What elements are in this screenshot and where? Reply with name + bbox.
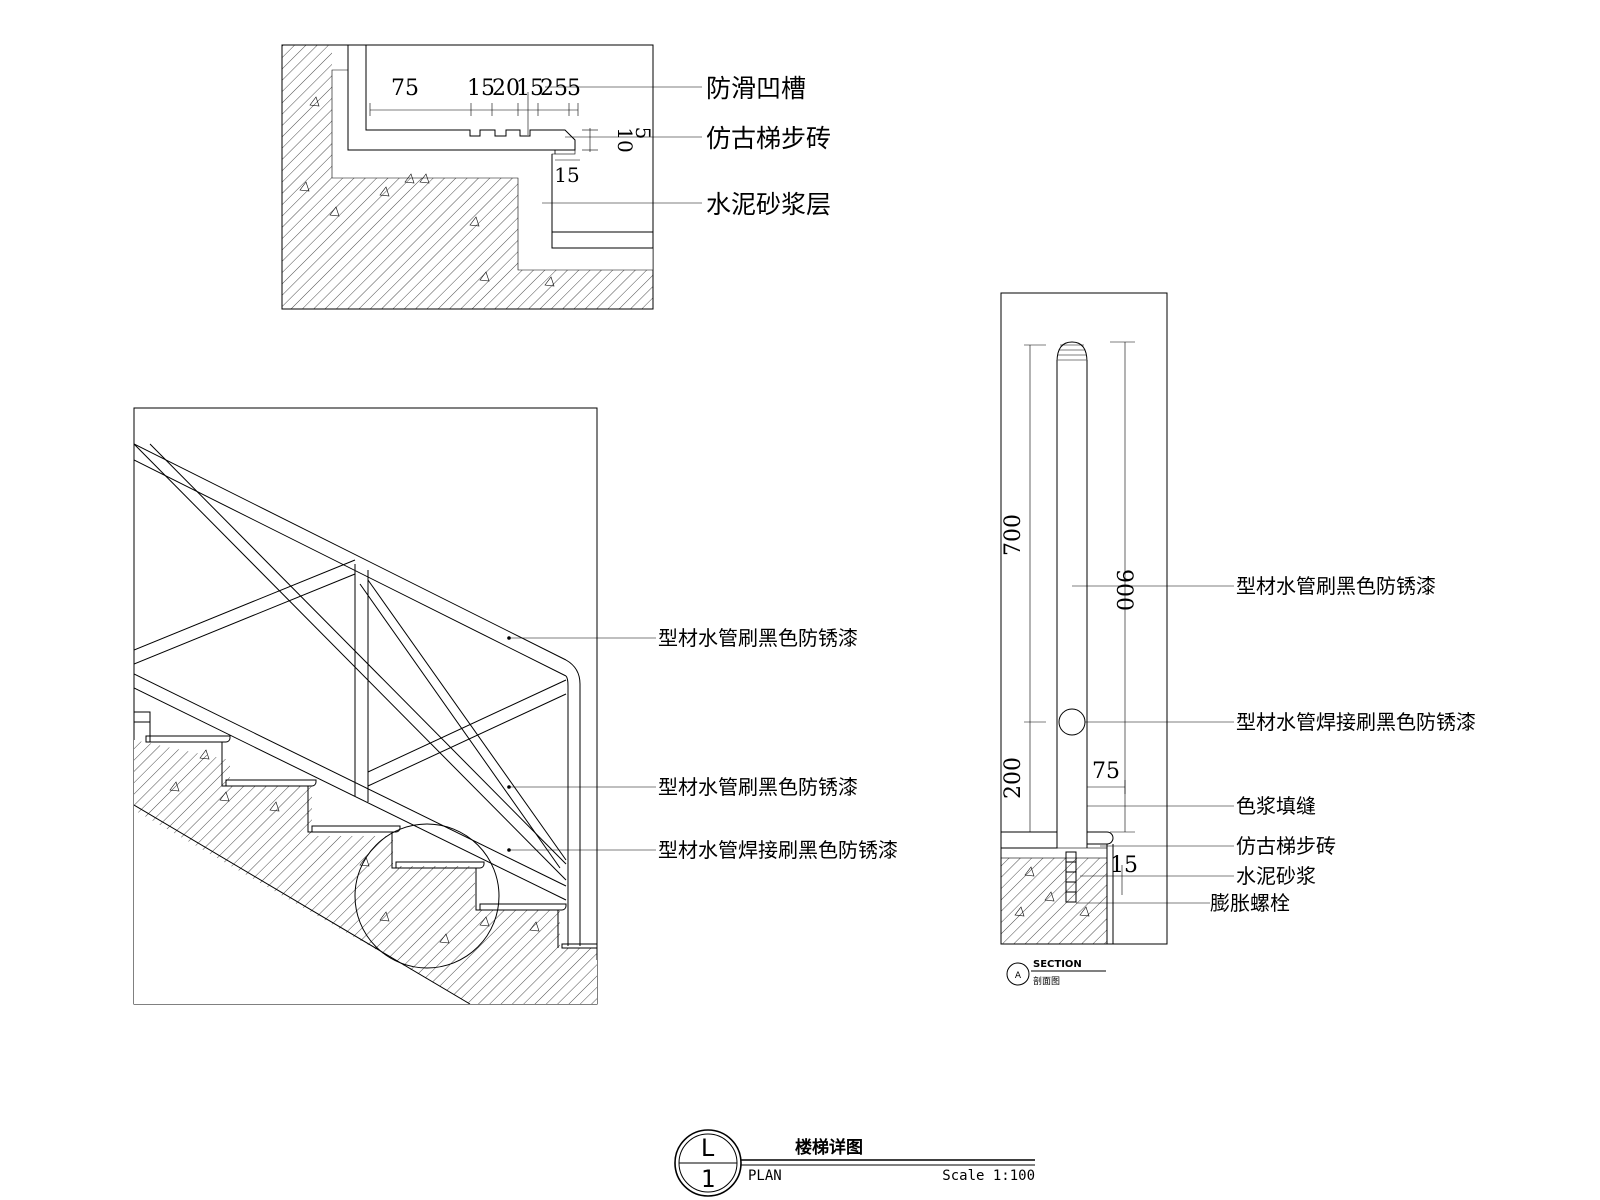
plan-label: PLAN [748,1168,782,1184]
label-pipe-paint-1: 型材水管刷黑色防锈漆 [658,626,858,650]
label-grout-fill: 色浆填缝 [1236,794,1316,818]
dim-10: 10 [613,127,637,152]
dim-75-section: 75 [1092,759,1120,784]
stair-concrete [134,740,597,1004]
label-tread-tile: 仿古梯步砖 [706,124,831,153]
tread-tile [347,45,576,151]
section-tag-title: SECTION [1033,959,1082,970]
dim-25: 25 [540,76,568,101]
label-anti-slip-groove: 防滑凹槽 [706,74,806,103]
detail-callout-circle [354,823,500,969]
label-section-weld-paint: 型材水管焊接刷黑色防锈漆 [1236,710,1476,734]
drawing-title: 楼梯详图 [795,1137,863,1158]
dim-900: 900 [1111,569,1136,611]
dim-15b: 15 [516,76,544,101]
dim-5: 5 [567,76,581,101]
section-tag-sub: 剖面图 [1033,975,1060,987]
section-frame [1000,292,1168,945]
dim-15-section: 15 [1110,853,1138,878]
dim-700: 700 [1001,514,1026,556]
drawing-letter: L [701,1134,715,1162]
dim-15: 15 [467,76,495,101]
title-circle [674,1129,742,1197]
dim-200: 200 [1001,757,1026,799]
section-tag-circle [1006,962,1030,986]
tread-detail: 75 15 20 15 25 5 10 5 15 防滑凹槽 仿古梯步砖 水泥砂浆… [281,44,831,310]
title-block: L 1 楼梯详图 PLAN Scale 1:100 [674,1129,1035,1197]
dim-75: 75 [391,76,419,101]
label-mortar-layer: 水泥砂浆层 [706,190,831,219]
concrete-body [282,45,653,309]
dim-15-side: 15 [554,163,579,187]
scale-label: Scale 1:100 [942,1168,1035,1184]
label-section-mortar: 水泥砂浆 [1236,864,1316,888]
label-pipe-weld-paint: 型材水管焊接刷黑色防锈漆 [658,838,898,862]
dim-20: 20 [492,76,520,101]
railing-elevation: 型材水管刷黑色防锈漆 型材水管刷黑色防锈漆 型材水管焊接刷黑色防锈漆 [133,407,898,1005]
section-tag-letter: A [1015,971,1022,981]
baluster-section: 700 200 900 75 15 型材水管刷黑色防锈漆 型材水管焊接刷黑色防锈… [1000,292,1476,987]
dim-5-vert: 5 [631,127,655,140]
label-section-tile: 仿古梯步砖 [1236,834,1336,858]
label-pipe-paint-2: 型材水管刷黑色防锈漆 [658,775,858,799]
drawing-number: 1 [701,1165,715,1193]
expansion-bolt [1065,851,1077,903]
label-section-pipe-paint: 型材水管刷黑色防锈漆 [1236,574,1436,598]
label-expansion-bolt: 膨胀螺栓 [1210,891,1290,915]
